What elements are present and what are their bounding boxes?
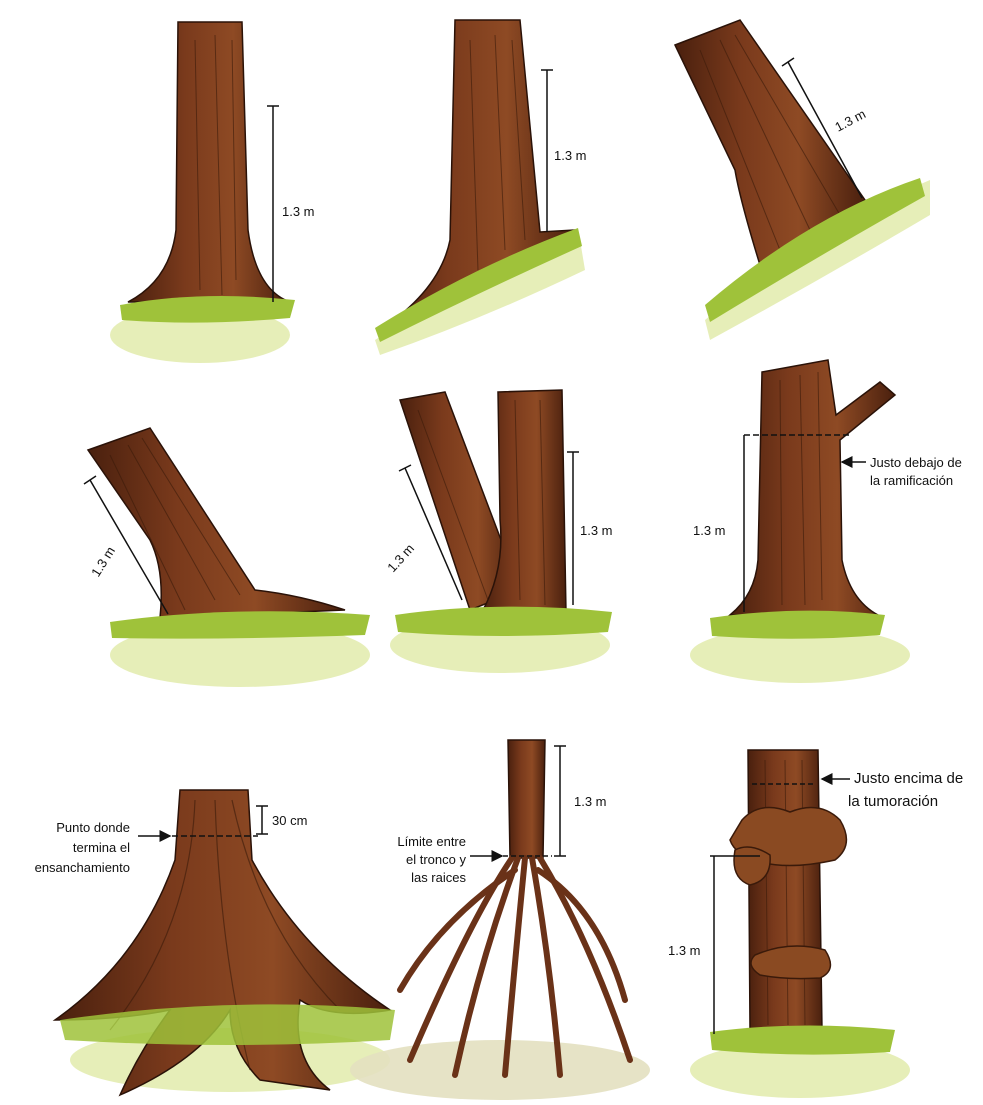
note-line-2: la tumoración bbox=[848, 793, 938, 810]
measure-label: 1.3 m bbox=[668, 943, 701, 958]
measure-label: 1.3 m bbox=[693, 523, 726, 538]
panel-leaning-slope: 1.3 m bbox=[675, 20, 930, 340]
grass bbox=[110, 611, 370, 638]
panel-branch: 1.3 m Justo debajo de la ramificación bbox=[690, 360, 962, 683]
note-line-1: Justo debajo de bbox=[870, 455, 962, 470]
note-line-3: las raices bbox=[411, 870, 466, 885]
note-line-1: Justo encima de bbox=[854, 770, 963, 787]
note-line-3: ensanchamiento bbox=[35, 860, 130, 875]
tree-trunk bbox=[88, 428, 345, 618]
grass bbox=[710, 1025, 895, 1054]
measure-label: 1.3 m bbox=[554, 148, 587, 163]
note-line-1: Límite entre bbox=[397, 834, 466, 849]
note-line-2: la ramificación bbox=[870, 473, 953, 488]
note-line-2: el tronco y bbox=[406, 852, 466, 867]
measure-label: 1.3 m bbox=[282, 204, 315, 219]
measure-label-left: 1.3 m bbox=[384, 541, 417, 575]
panel-forked: 1.3 m 1.3 m bbox=[384, 390, 612, 673]
measure-label: 1.3 m bbox=[832, 106, 868, 135]
panel-tumor: 1.3 m Justo encima de la tumoración bbox=[668, 750, 963, 1098]
measure-label: 1.3 m bbox=[88, 544, 118, 580]
grass bbox=[710, 611, 885, 639]
panel-leaning-flat: 1.3 m bbox=[84, 428, 370, 687]
measure-label: 1.3 m bbox=[574, 794, 607, 809]
measure-label: 30 cm bbox=[272, 813, 307, 828]
panel-stilt-roots: 1.3 m Límite entre el tronco y las raice… bbox=[350, 740, 650, 1100]
grass bbox=[395, 607, 612, 636]
panel-buttress: 30 cm Punto donde termina el ensanchamie… bbox=[35, 790, 395, 1095]
note-line-2: termina el bbox=[73, 840, 130, 855]
panel-straight-flat: 1.3 m bbox=[110, 22, 315, 363]
measure-label-right: 1.3 m bbox=[580, 523, 613, 538]
tree-trunk bbox=[508, 740, 545, 858]
ground-patch bbox=[350, 1040, 650, 1100]
tree-trunk bbox=[128, 22, 290, 302]
panel-straight-slope: 1.3 m bbox=[375, 20, 587, 355]
note-line-1: Punto donde bbox=[56, 820, 130, 835]
